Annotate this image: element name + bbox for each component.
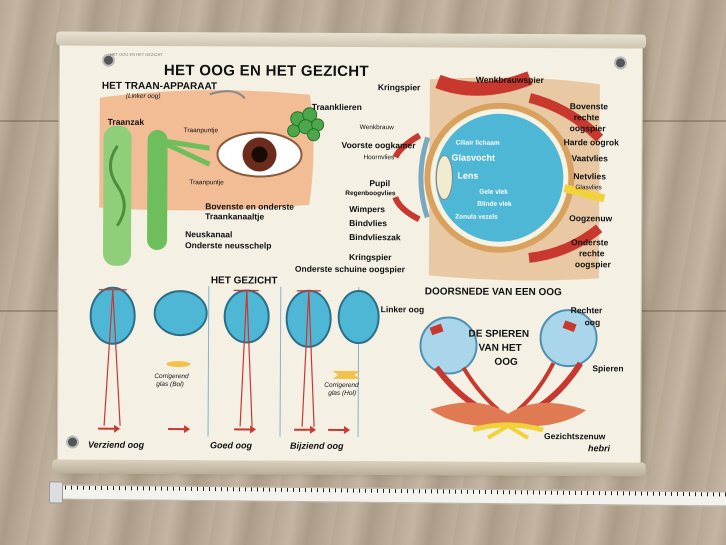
label-wenkbrauwspier: Wenkbrauwspier xyxy=(475,74,544,86)
caption-hol-1: Corrigerend xyxy=(324,381,359,390)
label-onderste-1: Onderste xyxy=(571,237,609,248)
label-pupil: Pupil xyxy=(369,178,391,189)
label-neuskanaal: Neuskanaal xyxy=(185,229,233,240)
caption-bol-2: glas (Bol) xyxy=(156,380,184,389)
label-lens: Lens xyxy=(457,170,479,181)
caption-bijziend: Bijziend oog xyxy=(289,440,344,451)
label-linker-oog: Linker oog xyxy=(380,304,425,315)
label-gele-vlek: Gele vlek xyxy=(479,188,508,196)
tape-case xyxy=(48,481,64,504)
sight-heading: HET GEZICHT xyxy=(210,275,278,287)
tear-heading: HET TRAAN-APPARAAT xyxy=(101,80,218,93)
corner-note: HET OOG EN HET GEZICHT xyxy=(110,51,163,58)
label-bovenste-2: rechte xyxy=(573,112,600,123)
cross-heading: DOORSNEDE VAN EEN OOG xyxy=(424,286,562,299)
label-onderste-3: oogspier xyxy=(574,259,611,270)
label-vaatvlies: Vaatvlies xyxy=(571,153,608,164)
poster-artwork xyxy=(89,71,606,440)
label-wenkbrauw: Wenkbrauw xyxy=(359,124,394,132)
label-glasvlies: Glasvlies xyxy=(575,184,602,192)
label-glasvocht: Glasvocht xyxy=(451,152,496,163)
caption-verziend: Verziend oog xyxy=(87,439,145,450)
label-traanpuntje-top: Traanpuntje xyxy=(183,127,219,135)
label-kringspier-bottom: Kringspier xyxy=(348,251,392,263)
publisher-logo: hebri xyxy=(587,443,611,454)
anatomy-poster: HET OOG EN HET GEZICHT HET OOG EN HET GE… xyxy=(51,31,647,477)
label-bovenste-1: Bovenste xyxy=(569,101,609,112)
label-rechter-1: Rechter xyxy=(570,305,603,316)
label-gezichtszenuw: Gezichtszenuw xyxy=(544,431,606,442)
label-kringspier-top: Kringspier xyxy=(377,82,421,93)
caption-goed: Goed oog xyxy=(209,440,253,451)
label-traanklieren: Traanklieren xyxy=(311,101,362,113)
tear-subheading: (Linker oog) xyxy=(125,92,161,101)
label-ciliair: Ciliair lichaam xyxy=(455,139,500,147)
label-schuine-oogspier: Onderste schuine oogspier xyxy=(294,263,405,275)
label-spieren: Spieren xyxy=(592,363,624,374)
measuring-tape xyxy=(48,481,726,507)
label-netvlies: Netvlies xyxy=(573,171,607,182)
label-bovenste-3: oogspier xyxy=(569,123,606,134)
muscle-title-3: OOG xyxy=(494,356,518,368)
label-zonula: Zonula vezels xyxy=(455,213,498,221)
label-regenboogvlies: Regenboogvlies xyxy=(345,189,396,198)
label-kanaaltjes: Bovenste en onderste xyxy=(205,201,295,212)
label-traanzak: Traanzak xyxy=(107,116,145,127)
label-wimpers: Wimpers xyxy=(349,203,386,215)
caption-hol-2: glas (Hol) xyxy=(328,389,357,398)
label-voorste-oogkamer: Voorste oogkamer xyxy=(341,139,416,151)
label-traankanaaltje: Traankanaaltje xyxy=(205,211,265,222)
label-oogzenuw: Oogzenuw xyxy=(569,213,613,224)
label-blinde-vlek: Blinde vlek xyxy=(477,200,512,208)
label-bindvlies: Bindvlies xyxy=(349,217,387,229)
label-harde-oogrok: Harde oogrok xyxy=(563,137,619,148)
label-onderste-2: rechte xyxy=(578,248,605,259)
label-rechter-2: oog xyxy=(584,317,601,328)
label-neusschelp: Onderste neusschelp xyxy=(185,240,272,251)
label-bindvlieszak: Bindvlieszak xyxy=(349,231,401,243)
muscle-title-1: DE SPIEREN xyxy=(468,328,530,340)
caption-bol-1: Corrigerend xyxy=(154,372,189,381)
label-hoornvlies: Hoornvlies xyxy=(363,154,395,162)
label-traanpuntje-bottom: Traanpuntje xyxy=(189,179,224,187)
poster-title: HET OOG EN HET GEZICHT xyxy=(163,62,369,81)
muscle-title-2: VAN HET xyxy=(478,342,522,354)
